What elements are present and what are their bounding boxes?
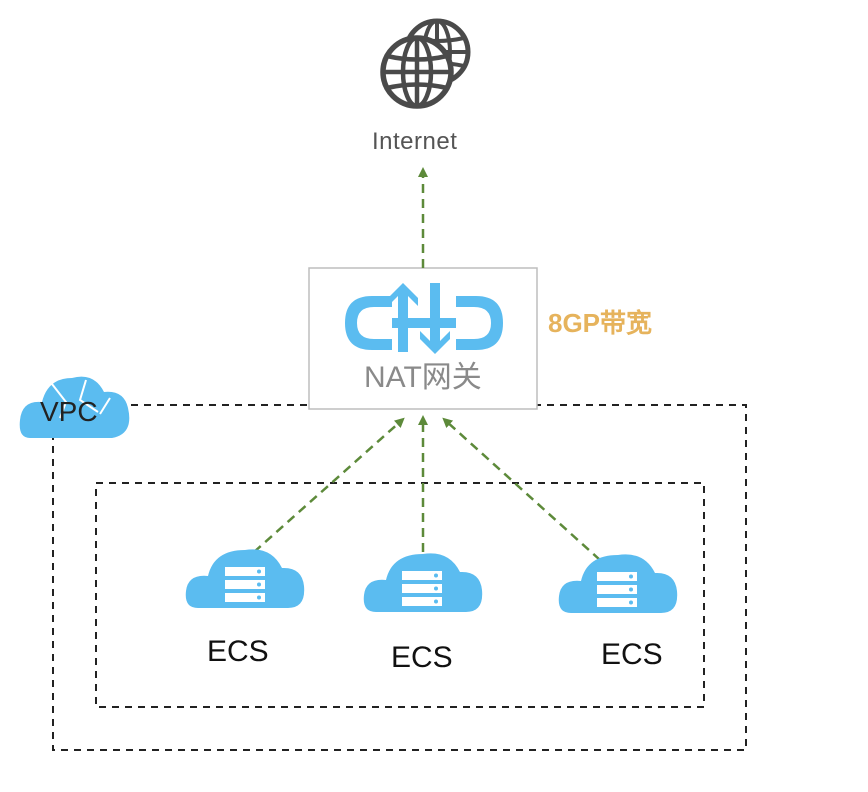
ecs-label-2: ECS bbox=[391, 641, 453, 674]
ecs-cloud-icon-1 bbox=[185, 549, 305, 608]
arrow-ecs1-to-nat bbox=[253, 417, 405, 553]
internet-globe-icon bbox=[380, 18, 471, 109]
vpc-boundary bbox=[52, 404, 747, 751]
ecs-label-1: ECS bbox=[207, 635, 269, 668]
internet-label: Internet bbox=[372, 128, 458, 155]
nat-gateway-label: NAT网关 bbox=[364, 361, 482, 394]
vpc-cloud-icon bbox=[19, 376, 130, 438]
bandwidth-label: 8GP带宽 bbox=[548, 308, 653, 338]
ecs-group-boundary bbox=[95, 482, 705, 708]
ecs-cloud-icon-2 bbox=[363, 553, 483, 612]
ecs-label-3: ECS bbox=[601, 638, 663, 671]
nat-gateway-icon bbox=[345, 283, 503, 354]
arrow-ecs3-to-nat bbox=[442, 417, 601, 561]
ecs-cloud-icon-3 bbox=[558, 554, 678, 613]
vpc-label: VPC bbox=[40, 396, 98, 427]
